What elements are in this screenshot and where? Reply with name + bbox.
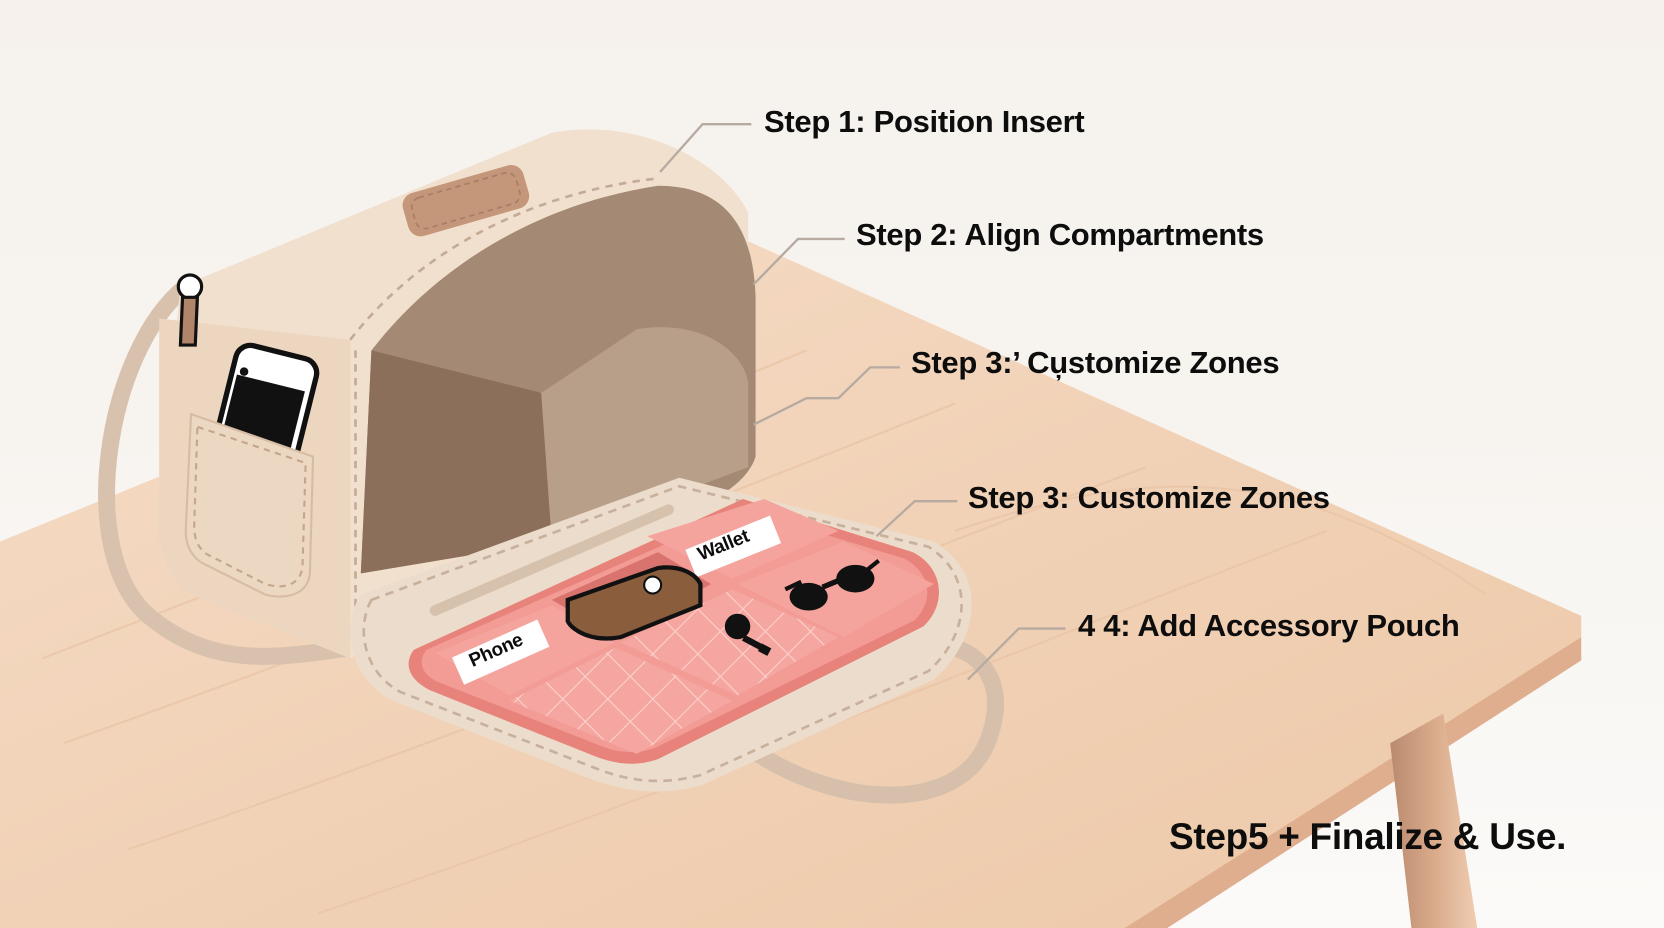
step-2-label: Step 2: Align Compartments [856, 217, 1264, 252]
key-icon [724, 613, 772, 656]
wallet-icon [565, 565, 703, 641]
leader-lines [659, 123, 1066, 681]
shoulder-strap [98, 280, 352, 665]
handle-patch [402, 164, 530, 237]
step-3-duplicate-label: Step 3:’ Cu̦stomize Zones [911, 345, 1280, 380]
carry-handle [737, 639, 1004, 804]
phone-label [452, 619, 550, 685]
step-4-label: 4 4: Add Accessory Pouch [1078, 608, 1460, 643]
step-1-label: Step 1: Position Insert [764, 104, 1085, 139]
zipper-pull-icon [176, 273, 204, 347]
step-5-label: Step5 + Finalize & Use. [1169, 816, 1567, 857]
bag-body [157, 129, 756, 659]
wallet-label [685, 515, 782, 578]
sunglasses-icon [784, 558, 881, 611]
organizer-insert [350, 477, 972, 792]
side-pocket [184, 412, 315, 598]
step-3-label: Step 3: Customize Zones [968, 480, 1330, 515]
